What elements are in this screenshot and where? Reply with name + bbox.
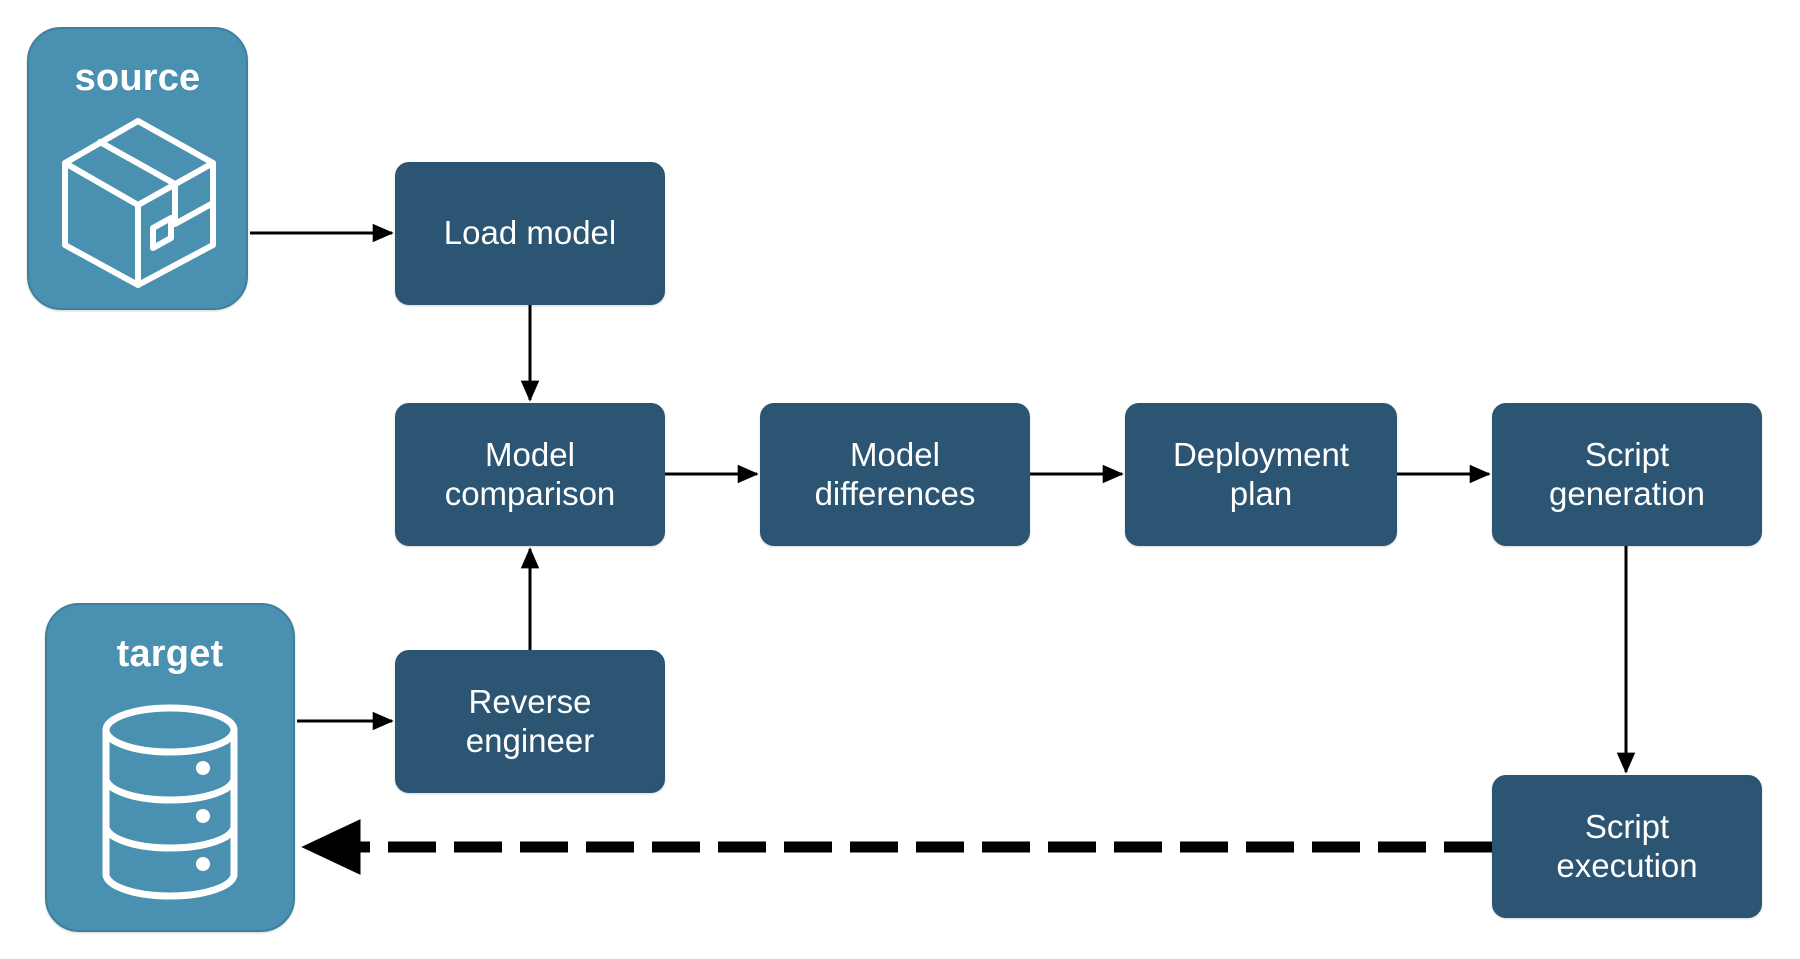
process-script-generation[interactable]: Script generation [1492, 403, 1762, 546]
process-script-execution-line-1: Script [1584, 807, 1670, 845]
process-deployment-plan-line-2: plan [1229, 474, 1293, 512]
process-model-differences-line-2: differences [814, 474, 976, 512]
process-script-execution-line-2: execution [1556, 846, 1698, 884]
process-reverse-engineer-line-1: Reverse [468, 682, 592, 720]
process-model-comparison-line-1: Model [485, 435, 575, 473]
process-script-generation-line-1: Script [1584, 435, 1670, 473]
endpoint-source[interactable]: source [27, 27, 248, 310]
process-reverse-engineer-line-2: engineer [465, 721, 595, 759]
process-model-differences-line-1: Model [850, 435, 940, 473]
package-box-icon [29, 97, 246, 308]
process-model-differences[interactable]: Model differences [760, 403, 1030, 546]
endpoint-target-label: target [116, 633, 224, 675]
process-deployment-plan-line-1: Deployment [1172, 435, 1350, 473]
process-model-comparison-line-2: comparison [444, 474, 616, 512]
process-script-generation-line-2: generation [1549, 474, 1705, 512]
process-load-model-line-1: Load model [443, 214, 617, 252]
process-script-execution[interactable]: Script execution [1492, 775, 1762, 918]
endpoint-target[interactable]: target [45, 603, 295, 932]
process-load-model[interactable]: Load model [395, 162, 665, 305]
endpoint-source-label: source [74, 57, 201, 99]
process-deployment-plan[interactable]: Deployment plan [1125, 403, 1397, 546]
database-cylinder-icon [47, 673, 293, 930]
process-model-comparison[interactable]: Model comparison [395, 403, 665, 546]
process-reverse-engineer[interactable]: Reverse engineer [395, 650, 665, 793]
